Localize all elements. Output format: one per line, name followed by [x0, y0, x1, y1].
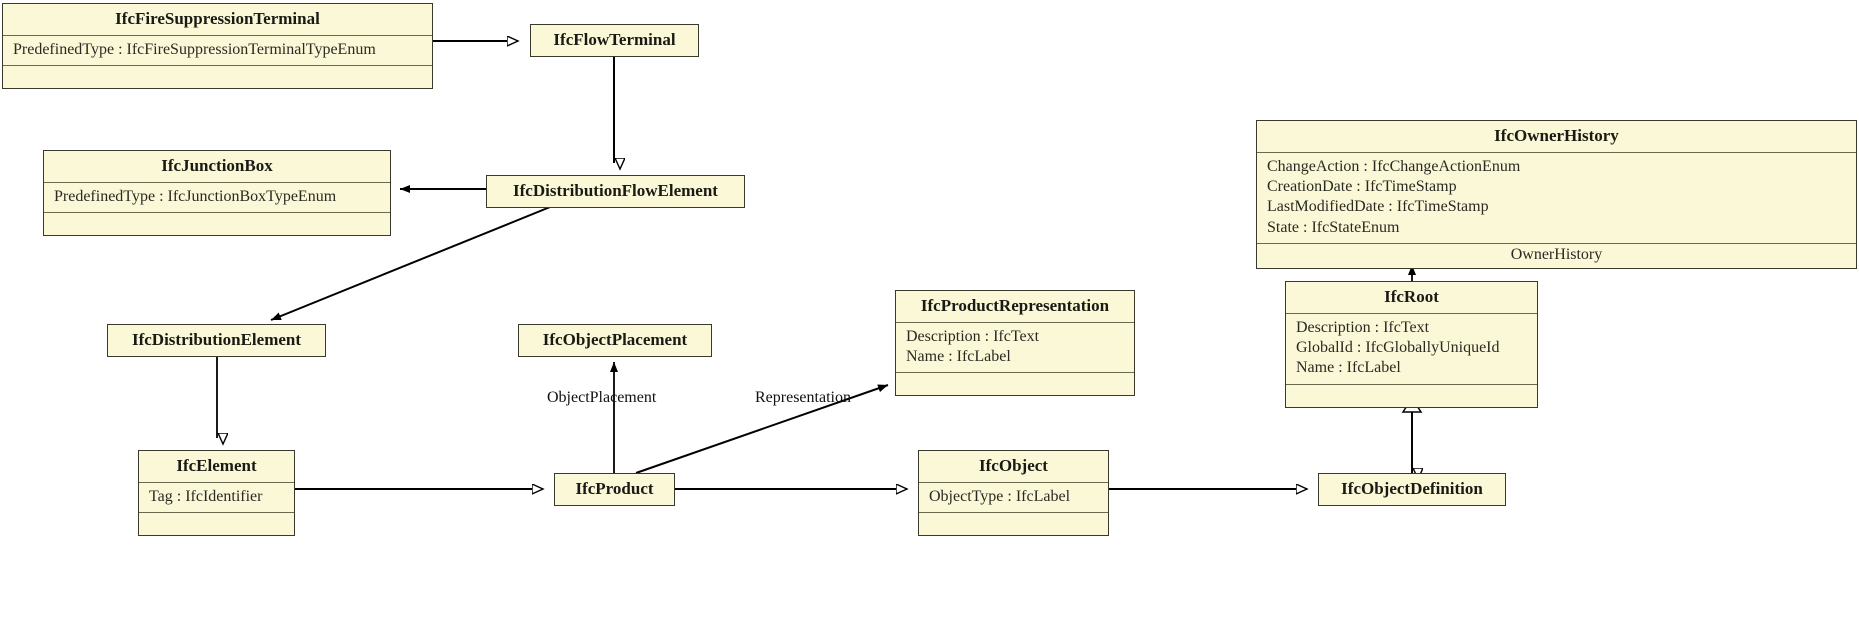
class-name-ifc-object-placement: IfcObjectPlacement	[542, 330, 688, 349]
class-box-ifc-distribution-element[interactable]: IfcDistributionElement	[107, 324, 326, 357]
class-operations-ifc-root	[1286, 383, 1537, 407]
attribute-row: CreationDate : IfcTimeStamp	[1267, 178, 1457, 196]
class-box-ifc-product[interactable]: IfcProduct	[554, 473, 675, 506]
class-attributes-ifc-junction-box: PredefinedType : IfcJunctionBoxTypeEnum	[44, 181, 390, 212]
attribute-row: State : IfcStateEnum	[1267, 218, 1400, 236]
attribute-row: Description : IfcText	[906, 327, 1040, 345]
class-name-ifc-object: IfcObject	[979, 456, 1048, 475]
class-operations-ifc-object	[919, 512, 1108, 535]
representation-label: Representation	[755, 389, 851, 406]
class-operations-ifc-junction-box	[44, 212, 390, 235]
attribute-row: Description : IfcText	[1296, 318, 1430, 336]
class-operations-ifc-element	[139, 512, 294, 535]
class-name-ifc-product: IfcProduct	[575, 479, 654, 498]
attribute-row: ChangeAction : IfcChangeActionEnum	[1267, 157, 1521, 175]
attribute-row: GlobalId : IfcGloballyUniqueId	[1296, 339, 1500, 357]
class-association-label-ifc-owner-history: OwnerHistory	[1257, 243, 1856, 267]
class-box-ifc-object-definition[interactable]: IfcObjectDefinition	[1318, 473, 1506, 506]
attribute-row: ObjectType : IfcLabel	[929, 487, 1071, 505]
class-operations-ifc-product-representation	[896, 372, 1134, 395]
attribute-row: LastModifiedDate : IfcTimeStamp	[1267, 198, 1489, 216]
edge-objectdefinition-to-root	[1401, 396, 1421, 473]
class-name-ifc-distribution-flow-element: IfcDistributionFlowElement	[513, 181, 718, 200]
class-name-ifc-owner-history: IfcOwnerHistory	[1494, 126, 1619, 145]
attribute-row: Name : IfcLabel	[1296, 359, 1401, 377]
class-name-ifc-element: IfcElement	[176, 456, 257, 475]
class-name-ifc-flow-terminal: IfcFlowTerminal	[553, 30, 676, 49]
object-placement-label: ObjectPlacement	[547, 389, 657, 406]
attribute-row: PredefinedType : IfcFireSuppressionTermi…	[13, 40, 376, 58]
attribute-row: PredefinedType : IfcJunctionBoxTypeEnum	[54, 187, 337, 205]
class-name-ifc-fire-suppression-terminal: IfcFireSuppressionTerminal	[115, 9, 320, 28]
class-name-ifc-object-definition: IfcObjectDefinition	[1341, 479, 1483, 498]
class-operations-ifc-fire-suppression-terminal	[3, 65, 432, 88]
class-name-ifc-junction-box: IfcJunctionBox	[161, 156, 273, 175]
class-box-ifc-object-placement[interactable]: IfcObjectPlacement	[518, 324, 712, 357]
class-name-ifc-distribution-element: IfcDistributionElement	[131, 330, 302, 349]
class-box-ifc-flow-terminal[interactable]: IfcFlowTerminal	[530, 24, 699, 57]
class-attributes-ifc-fire-suppression-terminal: PredefinedType : IfcFireSuppressionTermi…	[3, 34, 432, 65]
class-attributes-ifc-element: Tag : IfcIdentifier	[139, 481, 294, 512]
attribute-row: Name : IfcLabel	[906, 348, 1011, 366]
class-name-ifc-root: IfcRoot	[1384, 287, 1439, 306]
class-name-ifc-product-representation: IfcProductRepresentation	[920, 296, 1110, 315]
class-attributes-ifc-object: ObjectType : IfcLabel	[919, 481, 1108, 512]
class-box-ifc-distribution-flow-element[interactable]: IfcDistributionFlowElement	[486, 175, 745, 208]
attribute-row: Tag : IfcIdentifier	[149, 487, 263, 505]
